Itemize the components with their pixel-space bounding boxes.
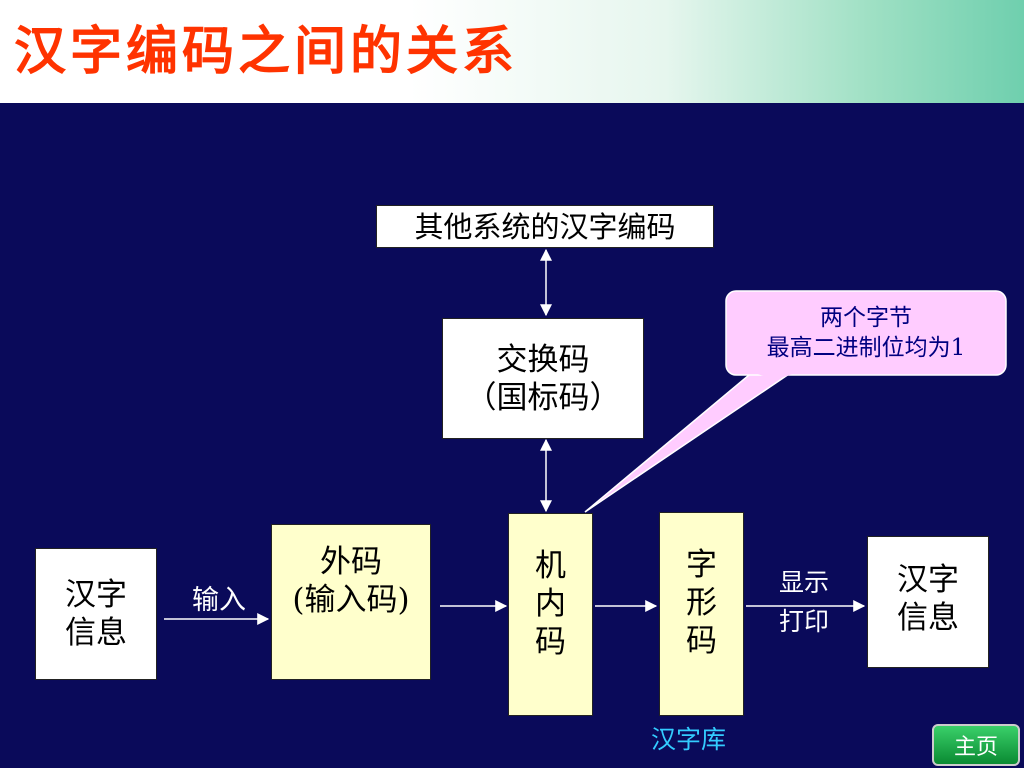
callout-text: 两个字节 最高二进制位均为1 — [727, 293, 1005, 373]
edge-label-input: 输入 — [192, 585, 246, 616]
title-bar: 汉字编码之间的关系 — [0, 0, 1024, 103]
callout-line1: 两个字节 — [820, 305, 912, 331]
callout-bubble — [584, 290, 1007, 513]
node-glyph-code-char2: 形 — [686, 585, 717, 621]
edge-label-display: 显示 — [779, 568, 830, 597]
node-internal-code-char2: 内 — [535, 585, 566, 622]
font-library-label: 汉字库 — [651, 725, 727, 754]
node-hanzi-info-right-line2: 信息 — [897, 600, 959, 636]
node-glyph-code-char3: 码 — [686, 623, 717, 659]
node-exchange-code-line2: （国标码） — [465, 379, 621, 416]
node-other-systems: 其他系统的汉字编码 — [376, 205, 714, 248]
page-title: 汉字编码之间的关系 — [14, 21, 519, 82]
node-glyph-code-char1: 字 — [686, 547, 717, 583]
callout-line2: 最高二进制位均为1 — [766, 335, 966, 361]
node-exchange-code: 交换码 （国标码） — [442, 318, 644, 439]
node-internal-code-char1: 机 — [535, 547, 566, 584]
node-hanzi-info-left-line2: 信息 — [65, 615, 127, 651]
node-hanzi-info-right: 汉字 信息 — [867, 536, 989, 668]
node-outer-code-line1: 外码 — [319, 544, 382, 580]
node-internal-code-char3: 码 — [535, 623, 566, 660]
node-other-systems-label: 其他系统的汉字编码 — [414, 209, 676, 244]
node-hanzi-info-right-line1: 汉字 — [897, 562, 959, 598]
edge-label-print: 打印 — [779, 607, 830, 636]
node-internal-code: 机 内 码 — [508, 513, 593, 716]
node-hanzi-info-left-line1: 汉字 — [65, 577, 127, 613]
node-exchange-code-line1: 交换码 — [496, 341, 590, 378]
node-outer-code: 外码 (输入码) — [271, 524, 431, 680]
node-glyph-code: 字 形 码 — [659, 512, 744, 716]
node-hanzi-info-left: 汉字 信息 — [35, 548, 157, 680]
home-button[interactable]: 主页 — [932, 724, 1020, 766]
node-outer-code-line2: (输入码) — [292, 582, 410, 618]
home-button-label: 主页 — [953, 735, 998, 760]
